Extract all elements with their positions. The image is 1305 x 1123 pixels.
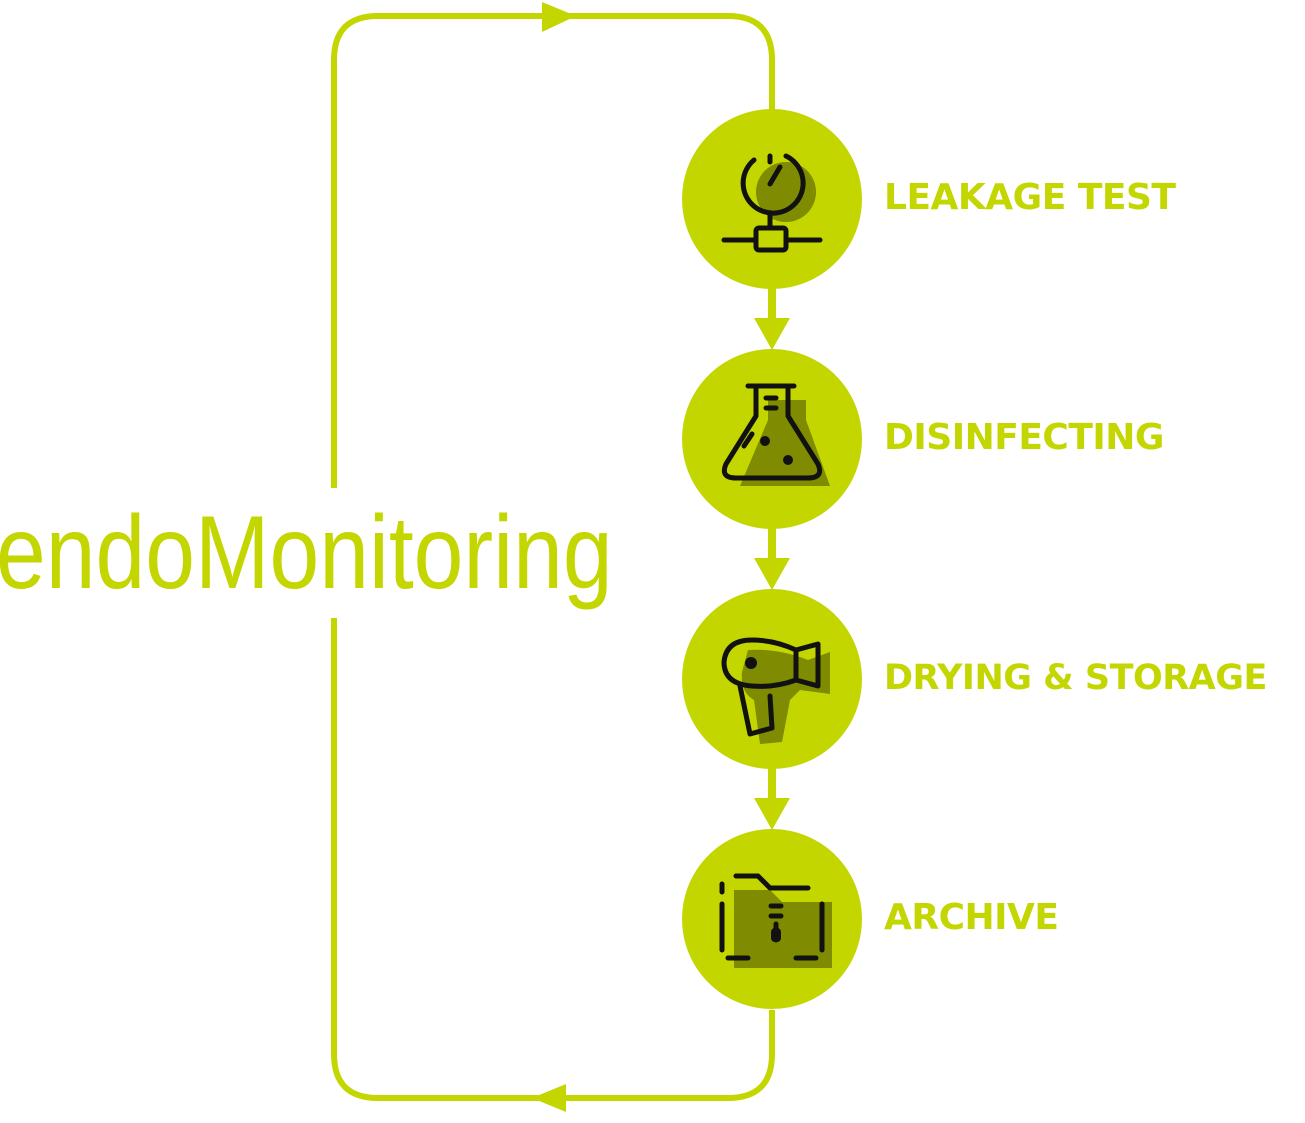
loop-bottom-arrowhead — [532, 1084, 566, 1112]
loop-top-arrowhead — [542, 2, 576, 32]
step-label-disinfecting: DISINFECTING — [884, 417, 1164, 458]
flask-icon — [721, 383, 830, 486]
step-label-drying-storage: DRYING & STORAGE — [884, 658, 1267, 698]
product-title: endoMonitoring — [0, 488, 618, 618]
pressure-gauge-icon — [721, 153, 823, 253]
step-label-leakage-test: LEAKAGE TEST — [884, 177, 1176, 218]
archive-folder-icon — [719, 873, 832, 968]
step-label-archive: ARCHIVE — [884, 897, 1059, 938]
connector-1-2 — [754, 288, 790, 350]
hair-dryer-icon — [721, 637, 830, 744]
connector-2-3 — [754, 528, 790, 590]
connector-3-4 — [754, 768, 790, 830]
